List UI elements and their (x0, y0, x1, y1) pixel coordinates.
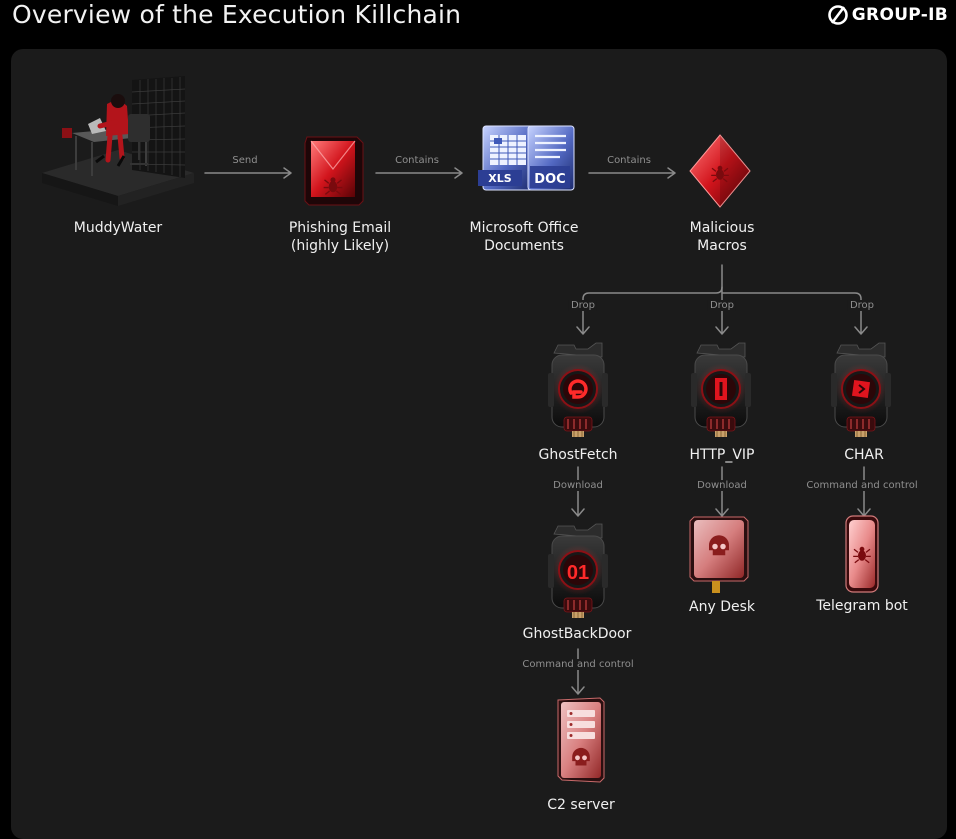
node-label-c2-server: C2 server (547, 797, 615, 813)
edge-download-2 (715, 466, 729, 517)
node-label-malicious-macros: Malicious Macros (689, 220, 755, 254)
edge-label-command-control-1: Command and control (520, 659, 636, 670)
edge-download-1 (571, 466, 585, 517)
group-ib-logo: GROUP-IB (827, 3, 948, 27)
edge-drop-3 (721, 292, 868, 335)
edge-label-contains-2: Contains (607, 155, 651, 166)
doc-tag: DOC (534, 172, 565, 187)
killchain-diagram: XLS DOC 01 (42, 76, 892, 783)
phishing-email-icon (304, 136, 364, 206)
c2-server-icon (557, 697, 605, 783)
edge-label-contains-1: Contains (395, 155, 439, 166)
edge-label-drop-1: Drop (568, 300, 598, 311)
edge-label-send: Send (232, 155, 258, 166)
edge-label-drop-3: Drop (847, 300, 877, 311)
edge-label-download-1: Download (551, 480, 605, 491)
http-vip-device-icon (690, 342, 752, 438)
node-label-muddywater: MuddyWater (73, 220, 163, 236)
node-label-ghostfetch: GhostFetch (538, 447, 618, 463)
brand-mark-icon (827, 5, 848, 25)
node-label-office-documents: Microsoft Office Documents (469, 220, 579, 254)
page-title: Overview of the Execution Killchain (12, 0, 462, 29)
node-label-telegram-bot: Telegram bot (816, 598, 908, 614)
edge-label-download-2: Download (695, 480, 749, 491)
edge-command-control-1 (571, 648, 585, 695)
telegram-bot-phone-icon (845, 515, 879, 593)
brand-name: GROUP-IB (851, 5, 948, 25)
muddywater-hacker-icon (42, 76, 194, 206)
edge-drop-1 (576, 264, 723, 335)
xls-tag: XLS (488, 172, 511, 185)
ghostbackdoor-glyph: 01 (567, 562, 589, 584)
edge-send (204, 167, 292, 179)
node-label-any-desk: Any Desk (689, 599, 755, 615)
edge-command-control-2 (857, 466, 871, 517)
edge-label-drop-2: Drop (707, 300, 737, 311)
ghostbackdoor-device-icon: 01 (547, 523, 609, 619)
char-device-icon (830, 342, 892, 438)
node-label-phishing-email: Phishing Email (highly Likely) (288, 220, 392, 254)
node-label-char: CHAR (844, 447, 884, 463)
office-documents-icon: XLS DOC (478, 125, 575, 191)
edges (204, 167, 871, 695)
edge-contains-1 (375, 167, 463, 179)
edge-contains-2 (588, 167, 676, 179)
node-label-ghostbackdoor: GhostBackDoor (522, 626, 632, 642)
edge-label-command-control-2: Command and control (804, 480, 920, 491)
node-label-http-vip: HTTP_VIP (689, 447, 755, 463)
ghostfetch-device-icon (547, 342, 609, 438)
malicious-macros-icon (689, 134, 751, 208)
anydesk-skull-icon (689, 516, 749, 593)
